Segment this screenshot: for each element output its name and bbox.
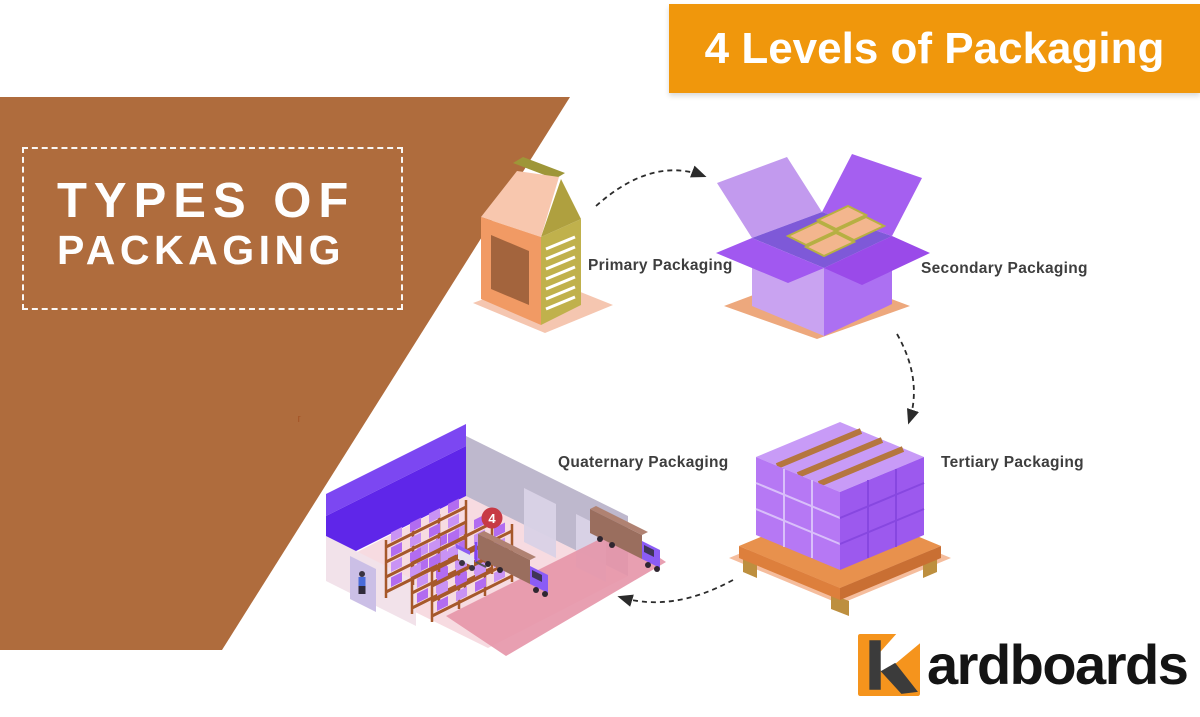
kardboards-logo-text: ardboards xyxy=(927,633,1189,696)
inner-cartons xyxy=(785,204,887,258)
truck-1 xyxy=(478,531,548,597)
box-flap-side-left xyxy=(716,238,824,283)
carton-stripes xyxy=(545,235,576,311)
boxes-left-face xyxy=(756,457,840,570)
level-4-badge: 4 xyxy=(481,507,503,529)
boxes-right-grid xyxy=(839,469,925,558)
level-4-badge-number: 4 xyxy=(488,511,496,526)
boxes-right-face xyxy=(840,457,924,570)
title-banner: 4 Levels of Packaging xyxy=(669,4,1200,93)
box-flap-back-left xyxy=(717,157,822,238)
open-box-illustration xyxy=(716,154,930,339)
box-flap-side-right xyxy=(824,236,930,285)
warehouse-illustration: 4 xyxy=(298,416,666,656)
heading-line-1: TYPES OF xyxy=(57,174,356,228)
pallet-stack-illustration xyxy=(729,422,951,616)
forklift-icon xyxy=(456,542,487,571)
kardboards-logo: ardboards xyxy=(858,633,1189,696)
title-banner-text: 4 Levels of Packaging xyxy=(704,23,1165,73)
label-quaternary-packaging: Quaternary Packaging xyxy=(558,454,729,471)
carton-top-slope xyxy=(481,171,559,237)
boxes-left-grid xyxy=(755,469,841,558)
carton-pouch-illustration xyxy=(473,157,613,333)
label-tertiary-packaging: Tertiary Packaging xyxy=(941,454,1084,471)
carton-front-panel xyxy=(491,235,529,305)
label-secondary-packaging: Secondary Packaging xyxy=(921,260,1088,277)
loading-ramp xyxy=(446,530,666,656)
label-primary-packaging: Primary Packaging xyxy=(588,257,733,274)
carton-gable-right xyxy=(541,179,581,237)
warehouse-wall xyxy=(326,446,466,566)
pallet-side-right xyxy=(840,546,941,600)
types-of-packaging-heading-box: TYPES OF PACKAGING xyxy=(22,147,403,310)
truck-2 xyxy=(590,506,660,572)
dock-door-1 xyxy=(524,488,556,558)
person-figure xyxy=(358,571,366,594)
pallet-side-left xyxy=(739,546,840,600)
boxes-tape xyxy=(775,428,905,487)
carton-fin xyxy=(513,157,565,179)
heading-line-2: PACKAGING xyxy=(57,227,346,273)
warehouse-roof-band xyxy=(326,424,466,516)
kardboards-k-mark xyxy=(858,634,920,696)
